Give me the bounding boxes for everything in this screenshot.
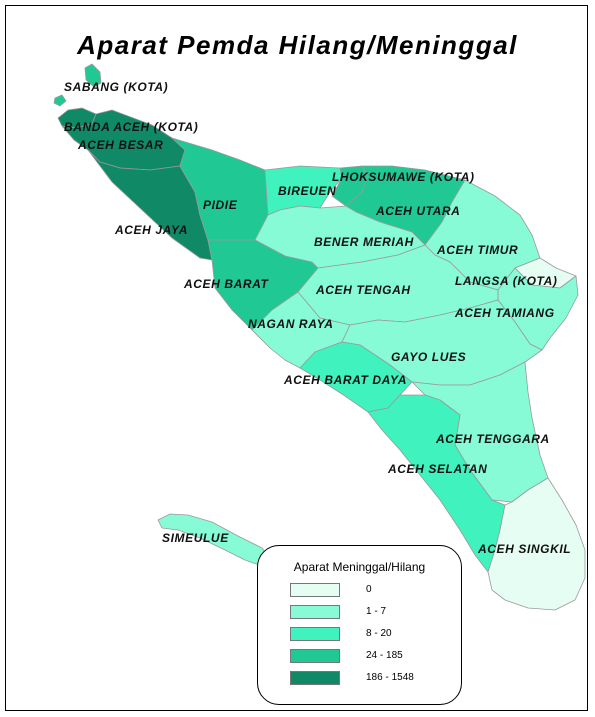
label-bener-meriah: BENER MERIAH [314,235,414,249]
legend-label: 0 [366,584,372,595]
label-pidie: PIDIE [203,198,238,212]
region-sabang[interactable] [84,63,102,88]
region-sabang-islet[interactable] [53,94,67,107]
label-aceh-barat: ACEH BARAT [184,277,269,291]
label-aceh-timur: ACEH TIMUR [437,243,519,257]
map-legend: Aparat Meninggal/Hilang 0 1 - 7 8 - 20 2… [257,545,462,705]
label-aceh-tenggara: ACEH TENGGARA [436,432,550,446]
label-aceh-utara: ACEH UTARA [376,204,461,218]
legend-swatch [290,605,340,619]
label-aceh-barat-daya: ACEH BARAT DAYA [284,373,407,387]
label-gayo-lues: GAYO LUES [391,350,467,364]
legend-label: 8 - 20 [366,628,392,639]
label-aceh-singkil: ACEH SINGKIL [478,542,572,556]
legend-swatch [290,583,340,597]
legend-swatch [290,649,340,663]
label-lhokseumawe: LHOKSUMAWE (KOTA) [332,170,475,184]
label-aceh-jaya: ACEH JAYA [115,223,188,237]
page-title: Aparat Pemda Hilang/Meninggal [77,30,518,60]
label-aceh-tengah: ACEH TENGAH [316,283,411,297]
label-banda-aceh: BANDA ACEH (KOTA) [64,120,199,134]
label-langsa: LANGSA (KOTA) [455,274,558,288]
label-nagan-raya: NAGAN RAYA [248,317,334,331]
region-aceh-singkil[interactable] [487,477,586,611]
region-aceh-barat-daya[interactable] [299,341,413,413]
label-simeulue: SIMEULUE [162,531,229,545]
legend-swatch [290,627,340,641]
label-aceh-tamiang: ACEH TAMIANG [455,306,555,320]
map-frame [5,5,588,711]
legend-title: Aparat Meninggal/Hilang [293,560,426,574]
legend-swatch [290,671,340,685]
legend-label: 24 - 185 [366,650,403,661]
legend-label: 186 - 1548 [366,672,414,683]
label-bireuen: BIREUEN [278,184,337,198]
label-aceh-besar: ACEH BESAR [78,138,164,152]
legend-label: 1 - 7 [366,606,387,617]
label-aceh-selatan: ACEH SELATAN [388,462,488,476]
label-sabang: SABANG (KOTA) [64,80,169,94]
